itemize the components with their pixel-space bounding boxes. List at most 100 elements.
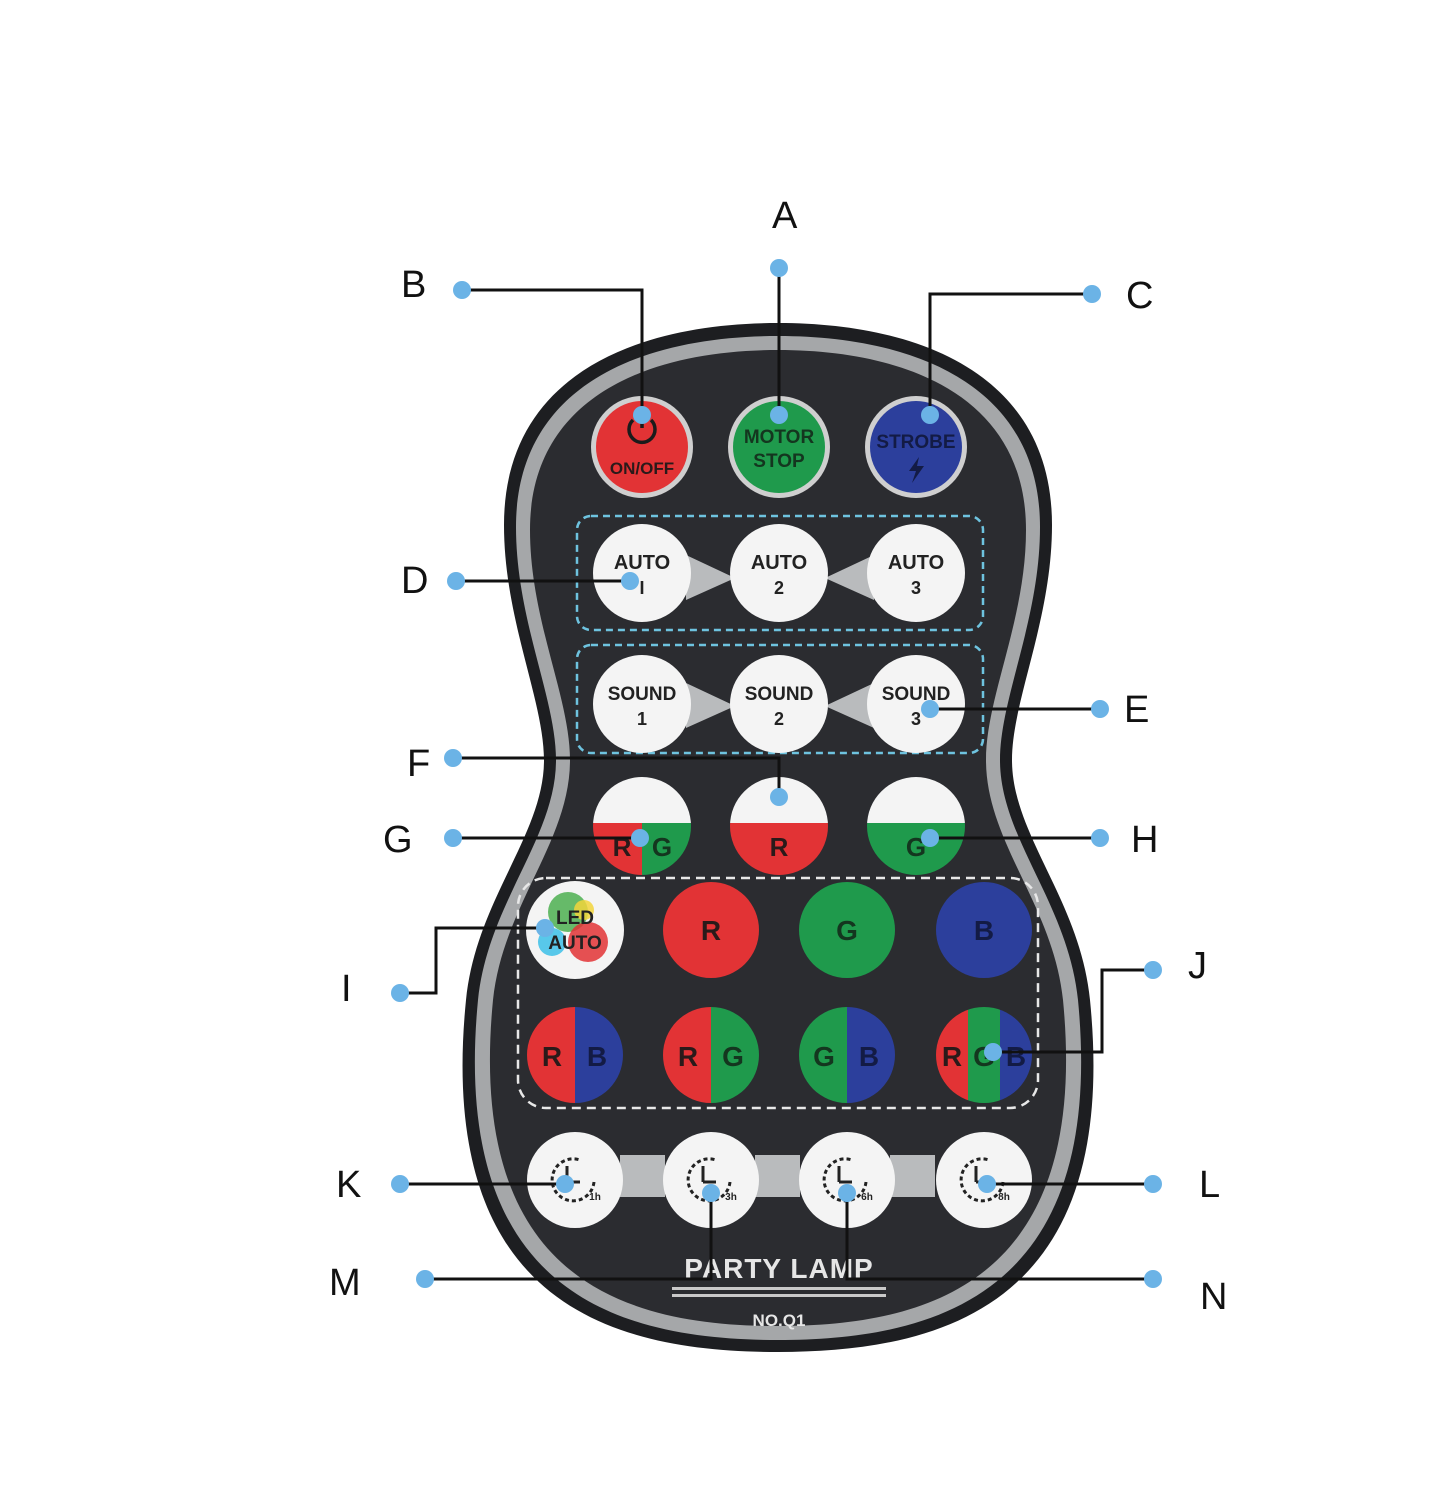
sound-3-number: 3	[911, 709, 921, 729]
mix-g-label: G	[652, 832, 672, 862]
combo-rgb-r: R	[942, 1041, 962, 1072]
sound-group-box	[575, 643, 985, 755]
callout-label-c: C	[1126, 275, 1153, 317]
led-auto-button[interactable]: LED AUTO	[526, 881, 624, 979]
combo-rg-r: R	[678, 1041, 698, 1072]
sound-2-button[interactable]: SOUND 2	[730, 655, 828, 753]
callout-dot-k-end	[556, 1175, 574, 1193]
blue-button[interactable]: B	[936, 882, 1032, 978]
auto-connectors	[686, 555, 874, 600]
callout-dot-e	[1091, 700, 1109, 718]
green-button[interactable]: G	[799, 882, 895, 978]
callout-dot-c-end	[921, 406, 939, 424]
callout-dot-d-end	[621, 572, 639, 590]
callout-dot-g	[444, 829, 462, 847]
motor-stop-button[interactable]: MOTOR STOP	[728, 396, 830, 498]
callout-label-b: B	[401, 264, 426, 306]
callout-label-d: D	[401, 560, 428, 602]
callout-label-g: G	[383, 819, 413, 861]
callout-label-m: M	[329, 1262, 361, 1304]
callout-dot-g-end	[631, 829, 649, 847]
sound-1-number: 1	[637, 709, 647, 729]
auto-2-number: 2	[774, 578, 784, 598]
model-label: NO.Q1	[753, 1311, 806, 1330]
callout-dot-h	[1091, 829, 1109, 847]
callout-dot-i-end	[536, 919, 554, 937]
sound-1-label: SOUND	[608, 684, 677, 705]
clock-icon	[686, 1157, 732, 1203]
callout-dot-c	[1083, 285, 1101, 303]
callout-dot-a	[770, 259, 788, 277]
red-button[interactable]: R	[663, 882, 759, 978]
green-blue-button[interactable]: G B	[797, 1005, 897, 1105]
led-auto-label: AUTO	[548, 933, 601, 954]
callout-dot-n-end	[838, 1184, 856, 1202]
auto-group-box	[575, 514, 985, 632]
callout-label-j: J	[1188, 945, 1207, 987]
callout-label-h: H	[1131, 819, 1158, 861]
combo-rb-b: B	[587, 1041, 607, 1072]
callout-dot-a-end	[770, 406, 788, 424]
callout-label-a: A	[772, 195, 798, 237]
brand-underline-2	[672, 1294, 886, 1297]
on-off-label: ON/OFF	[610, 459, 674, 478]
brand-underline-1	[672, 1287, 886, 1290]
callout-dot-l	[1144, 1175, 1162, 1193]
timer-3h-label: 3h	[725, 1192, 737, 1203]
sound-1-button[interactable]: SOUND 1	[593, 655, 691, 753]
auto-2-label: AUTO	[751, 552, 807, 574]
callout-lines	[400, 268, 1153, 1281]
auto-1-number: I	[639, 578, 644, 598]
combo-gb-b: B	[859, 1041, 879, 1072]
sound-3-button[interactable]: SOUND 3	[867, 655, 965, 753]
sound-2-label: SOUND	[745, 684, 814, 705]
motor-label: MOTOR	[744, 427, 815, 448]
callout-label-f: F	[407, 743, 430, 785]
color-group-box	[516, 876, 1040, 1110]
brand-label: PARTY LAMP	[684, 1253, 873, 1284]
callout-dot-l-end	[978, 1175, 996, 1193]
callout-dot-m	[416, 1270, 434, 1288]
clock-icon	[822, 1157, 868, 1203]
combo-rgb-b: B	[1006, 1041, 1026, 1072]
led-yellow-blob	[574, 900, 594, 920]
callout-dot-b-end	[633, 406, 651, 424]
timer-1h-button[interactable]: 1h	[527, 1132, 623, 1228]
stop-label: STOP	[753, 451, 805, 472]
auto-1-button[interactable]: AUTO I	[593, 524, 691, 622]
led-red-blob	[568, 922, 608, 962]
timer-connectors	[620, 1155, 935, 1197]
callout-label-l: L	[1199, 1164, 1220, 1206]
lightning-icon	[909, 457, 924, 483]
strobe-button[interactable]: STROBE	[865, 396, 967, 498]
callout-label-i: I	[341, 968, 352, 1010]
auto-3-number: 3	[911, 578, 921, 598]
combo-rb-r: R	[542, 1041, 562, 1072]
green-mix-label: G	[906, 832, 926, 862]
timer-3h-button[interactable]: 3h	[663, 1132, 759, 1228]
timer-1h-label: 1h	[589, 1192, 601, 1203]
red-green-blue-button[interactable]: R G B	[934, 1005, 1034, 1105]
sound-2-number: 2	[774, 709, 784, 729]
callout-dot-n	[1144, 1270, 1162, 1288]
sound-connectors	[686, 683, 874, 728]
strobe-label: STROBE	[876, 432, 955, 453]
blue-label: B	[974, 915, 994, 946]
red-mix-label: R	[770, 832, 789, 862]
sound-3-label: SOUND	[882, 684, 951, 705]
timer-6h-button[interactable]: 6h	[799, 1132, 895, 1228]
callout-label-n: N	[1200, 1276, 1227, 1318]
callout-dot-f	[444, 749, 462, 767]
on-off-button[interactable]: ON/OFF	[591, 396, 693, 498]
auto-3-button[interactable]: AUTO 3	[867, 524, 965, 622]
red-label: R	[701, 915, 721, 946]
callout-dot-j	[1144, 961, 1162, 979]
callout-dot-k	[391, 1175, 409, 1193]
callout-dot-b	[453, 281, 471, 299]
combo-gb-g: G	[813, 1041, 835, 1072]
callout-dot-f-end	[770, 788, 788, 806]
auto-2-button[interactable]: AUTO 2	[730, 524, 828, 622]
led-label: LED	[556, 908, 594, 929]
callout-dot-h-end	[921, 829, 939, 847]
auto-1-label: AUTO	[614, 552, 670, 574]
